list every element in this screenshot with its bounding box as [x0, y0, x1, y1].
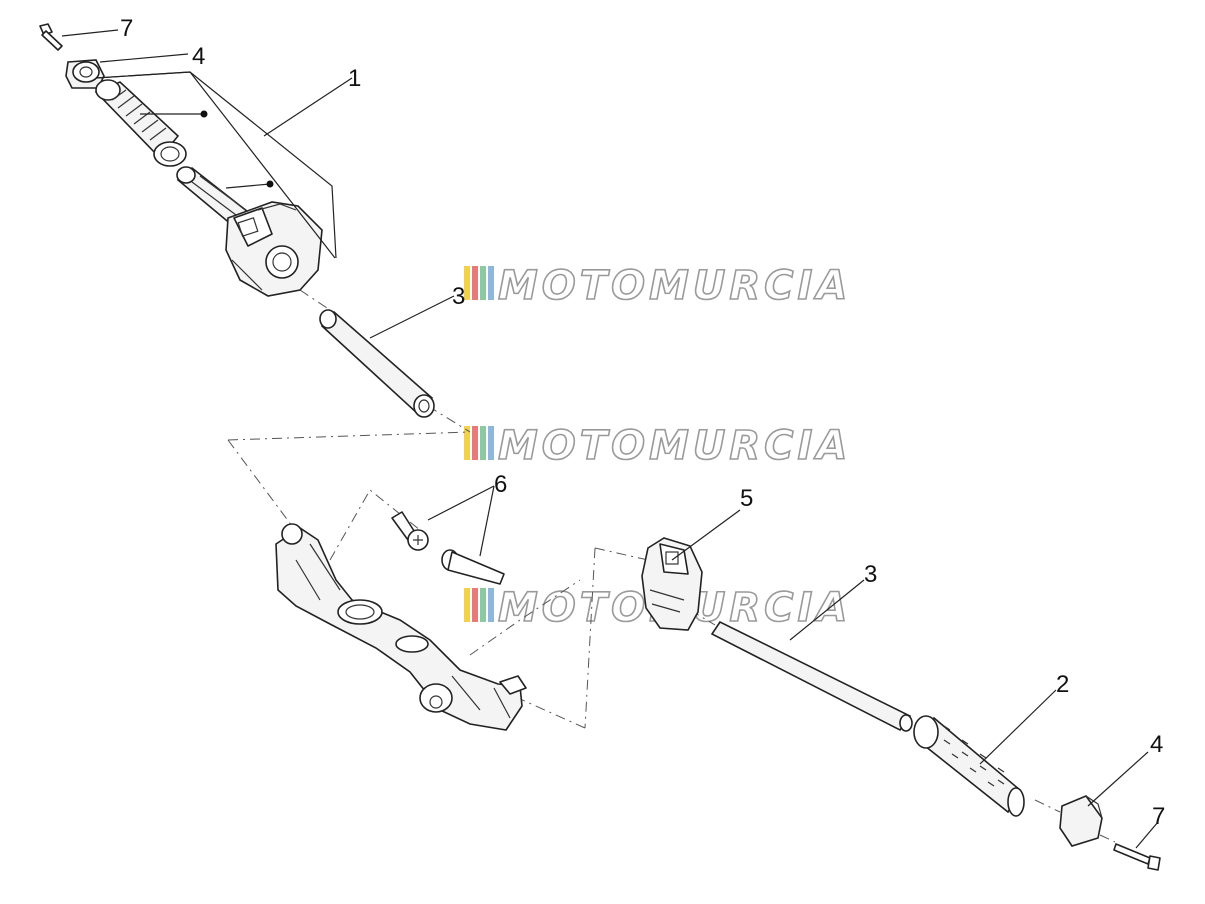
- throttle-switch-housing: [225, 201, 323, 297]
- clamp-screws: [391, 511, 505, 585]
- watermark-text: MOTOMURCIA: [498, 423, 851, 469]
- bolt-top: [39, 23, 63, 51]
- handlebar-tube-top: [319, 309, 435, 418]
- callout-3-top: 3: [452, 283, 465, 310]
- handlebar-clamp-bracket: [275, 523, 527, 731]
- callout-1: 1: [348, 65, 361, 92]
- callout-7-top: 7: [120, 15, 133, 42]
- callout-4-top: 4: [192, 43, 205, 70]
- bolt-bottom: [1113, 843, 1161, 871]
- left-grip: [913, 715, 1025, 817]
- leader-lines: [61, 29, 1159, 849]
- handlebar-tube-bottom: [710, 620, 913, 732]
- callout-5: 5: [740, 485, 753, 512]
- left-grip-rubber: [94, 79, 187, 167]
- callout-3-bottom: 3: [864, 561, 877, 588]
- callout-labels: 7 4 1 3 6 5 3 2 4 7: [120, 15, 1165, 830]
- callout-7-bottom: 7: [1152, 803, 1165, 830]
- watermark-text: MOTOMURCIA: [498, 263, 851, 309]
- assembly-axis-lines: [227, 289, 1116, 843]
- left-switch-housing: [641, 537, 703, 631]
- callout-6: 6: [494, 471, 507, 498]
- callout-4-bottom: 4: [1150, 731, 1163, 758]
- watermark-1: MOTOMURCIA: [464, 262, 851, 310]
- callout-2: 2: [1056, 671, 1069, 698]
- bar-end-weight-bottom: [1059, 795, 1103, 847]
- watermark-2: MOTOMURCIA: [464, 422, 851, 470]
